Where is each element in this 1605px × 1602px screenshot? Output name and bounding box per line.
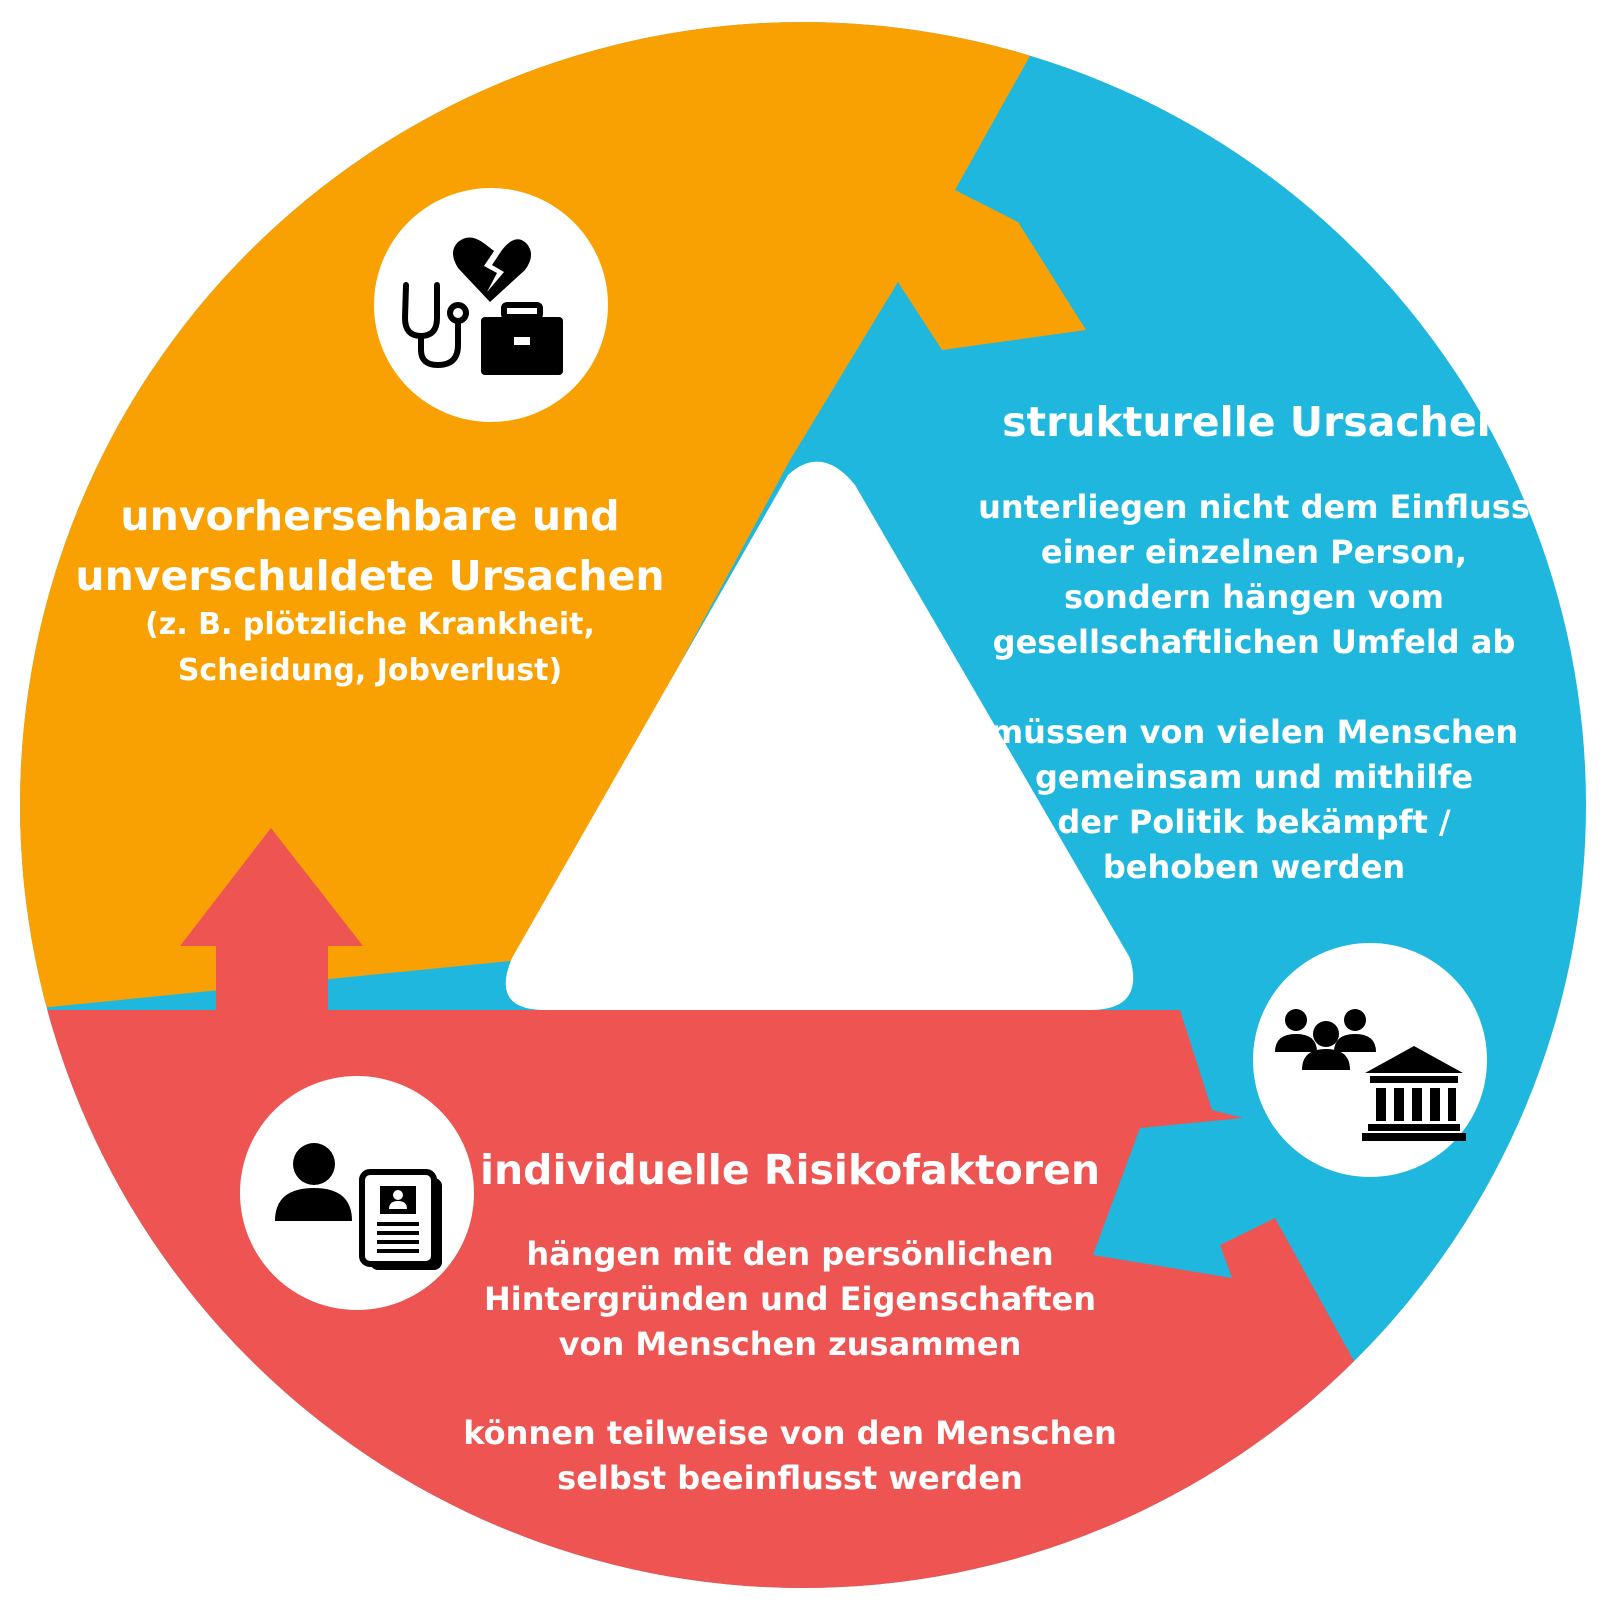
broken-heart-icon: [453, 237, 532, 302]
orange-icon-circle: [374, 188, 608, 422]
red-arrow-up: [180, 828, 363, 1011]
red-title: individuelle Risikofaktoren: [480, 1146, 1100, 1194]
people-group-icon: [1275, 1009, 1376, 1070]
blue-section: strukturelle Ursachen unterliegen nicht …: [978, 398, 1530, 1177]
blue-title: strukturelle Ursachen: [1002, 398, 1506, 446]
red-paragraph2-line-1: können teilweise von den Menschen: [463, 1414, 1117, 1452]
blue-paragraph1-line-1: unterliegen nicht dem Einfluss: [978, 488, 1530, 526]
red-paragraph2-line-2: selbst beeinflusst werden: [557, 1459, 1023, 1497]
red-paragraph1-line-2: Hintergründen und Eigenschaften: [484, 1280, 1096, 1318]
orange-section: unvorhersehbare und unverschuldete Ursac…: [75, 188, 665, 688]
red-paragraph1-line-3: von Menschen zusammen: [559, 1325, 1022, 1363]
blue-paragraph1-line-2: einer einzelnen Person,: [1041, 533, 1467, 571]
orange-title-line-1: unvorhersehbare und: [120, 492, 619, 540]
blue-paragraph1-line-3: sondern hängen vom: [1064, 578, 1444, 616]
briefcase-icon: [481, 302, 563, 375]
red-paragraph1-line-1: hängen mit den persönlichen: [526, 1235, 1053, 1273]
government-building-icon: [1362, 1046, 1466, 1141]
person-icon: [275, 1143, 352, 1221]
red-section: individuelle Risikofaktoren hängen mit d…: [240, 1076, 1117, 1497]
orange-title-line-2: unverschuldete Ursachen: [75, 552, 664, 600]
blue-icon-circle: [1253, 943, 1487, 1177]
orange-sector: [20, 22, 1086, 1012]
blue-paragraph2-line-1: müssen von vielen Menschen: [990, 713, 1518, 751]
center-triangle: [505, 461, 1134, 1010]
stethoscope-icon: [401, 282, 469, 369]
orange-example-line-1: (z. B. plötzliche Krankheit,: [145, 607, 595, 642]
blue-paragraph2-line-2: gemeinsam und mithilfe: [1035, 758, 1473, 796]
resume-document-icon: [359, 1169, 442, 1270]
orange-example-line-2: Scheidung, Jobverlust): [178, 653, 562, 688]
blue-paragraph1-line-4: gesellschaftlichen Umfeld ab: [993, 623, 1516, 661]
blue-paragraph2-line-4: behoben werden: [1103, 848, 1405, 886]
blue-paragraph2-line-3: der Politik bekämpft /: [1057, 803, 1451, 841]
